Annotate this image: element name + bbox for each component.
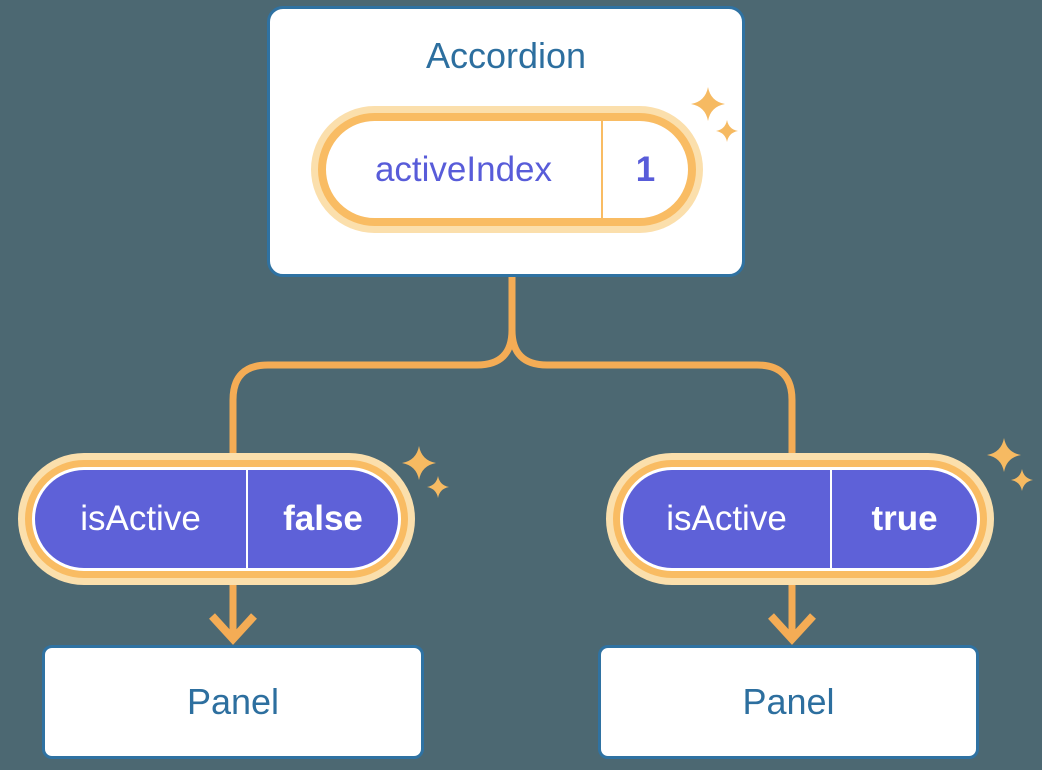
prop-value-label: false xyxy=(283,499,363,538)
prop-value-label: true xyxy=(871,499,938,538)
prop-pill-body: isActive true xyxy=(623,470,977,568)
arrow-down-icon xyxy=(209,613,257,645)
state-name-label: activeIndex xyxy=(374,149,553,189)
panel-title: Panel xyxy=(186,681,280,722)
prop-name-label: isActive xyxy=(666,499,787,538)
sparkle-icon xyxy=(427,476,449,498)
panel-component-box-left: Panel xyxy=(42,645,424,759)
sparkle-icon xyxy=(1011,469,1033,491)
pill-divider xyxy=(601,121,603,218)
branch-line-right xyxy=(508,276,796,633)
prop-pill-isactive-false: isActive false xyxy=(25,460,408,578)
sparkle-icon xyxy=(987,438,1021,472)
branch-line-left xyxy=(229,276,516,633)
sparkle-icon xyxy=(402,446,436,480)
state-value-label: 1 xyxy=(635,149,656,189)
prop-pill-body: isActive false xyxy=(35,470,398,568)
accordion-component-box: Accordion activeIndex 1 xyxy=(267,6,745,277)
panel-title: Panel xyxy=(742,681,835,722)
panel-component-box-right: Panel xyxy=(598,645,979,759)
arrow-down-icon xyxy=(768,613,816,645)
state-pill-activeindex: activeIndex 1 xyxy=(318,113,696,226)
accordion-title: Accordion xyxy=(425,35,587,76)
pill-divider xyxy=(830,470,832,568)
prop-pill-isactive-true: isActive true xyxy=(613,460,987,578)
prop-name-label: isActive xyxy=(80,499,201,538)
